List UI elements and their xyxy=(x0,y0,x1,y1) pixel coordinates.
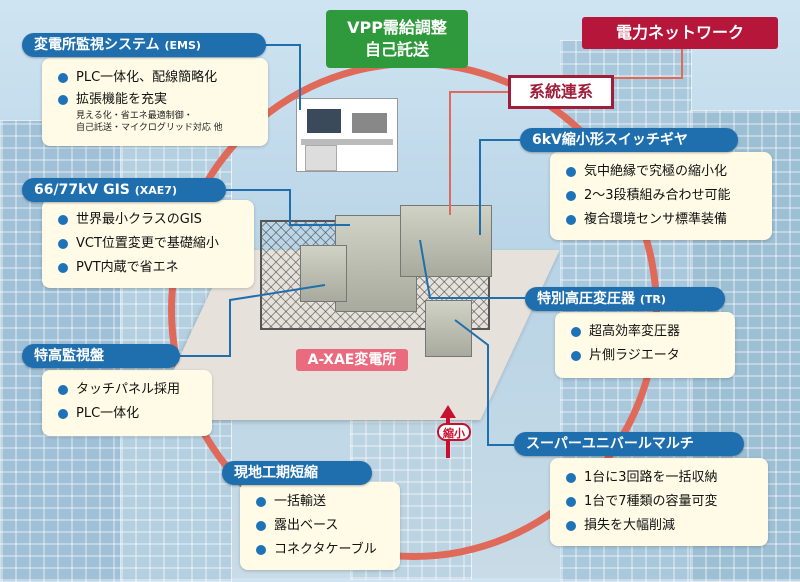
switchgear-title: 6kV縮小形スイッチギヤ xyxy=(520,128,738,152)
gis-connector xyxy=(226,189,350,226)
gis-panel: 世界最小クラスのGIS VCT位置変更で基礎縮小 PVT内蔵で省エネ xyxy=(42,200,254,288)
monitor-panel: タッチパネル採用 PLC一体化 xyxy=(42,370,212,436)
transformer-equipment xyxy=(425,300,472,357)
bullet-icon xyxy=(256,521,266,531)
multi-panel: 1台に3回路を一括収納 1台で7種類の容量可変 損失を大幅削減 xyxy=(550,458,768,546)
bullet-icon xyxy=(58,215,68,225)
bullet-icon xyxy=(58,239,68,249)
grid-link-connector xyxy=(449,91,512,215)
monitor-item: PLC一体化 xyxy=(54,402,204,426)
substation-name: A-XAE変電所 xyxy=(296,349,408,371)
bullet-icon xyxy=(58,263,68,273)
switchgear-panel: 気中絶縁で究極の縮小化 2～3段積組み合わせ可能 複合環境センサ標準装備 xyxy=(550,152,772,240)
switchgear-equipment xyxy=(400,205,492,277)
multi-connector xyxy=(454,319,514,446)
ems-title: 変電所監視システム (EMS) xyxy=(22,33,266,57)
bullet-icon xyxy=(58,73,68,83)
bullet-icon xyxy=(58,409,68,419)
bullet-icon xyxy=(566,215,576,225)
bullet-icon xyxy=(566,497,576,507)
bullet-icon xyxy=(566,473,576,483)
panel-connector xyxy=(180,284,326,357)
bullet-icon xyxy=(256,545,266,555)
transformer-panel: 超高効率変圧器 片側ラジエータ xyxy=(555,312,735,378)
ems-item: 拡張機能を充実 見える化・省エネ最適制御・ 自己託送・マイクログリッド対応 他 xyxy=(54,90,260,134)
vpp-tag: VPP需給調整 自己託送 xyxy=(326,10,468,68)
gis-item: PVT内蔵で省エネ xyxy=(54,256,246,280)
ems-sub-line: 自己託送・マイクログリッド対応 他 xyxy=(76,123,223,133)
multi-item: 1台で7種類の容量可変 xyxy=(562,490,760,514)
bullet-icon xyxy=(571,327,581,337)
transformer-item: 超高効率変圧器 xyxy=(567,320,727,344)
transformer-title: 特別高圧変圧器 (TR) xyxy=(525,287,725,311)
bullet-icon xyxy=(566,167,576,177)
field-item: 一括輸送 xyxy=(252,490,392,514)
switchgear-item: 2～3段積組み合わせ可能 xyxy=(562,184,764,208)
bullet-icon xyxy=(58,95,68,105)
switchgear-item: 複合環境センサ標準装備 xyxy=(562,208,764,232)
field-item: 露出ベース xyxy=(252,514,392,538)
gis-title: 66/77kV GIS (XAE7) xyxy=(22,178,226,202)
power-network-tag: 電力ネットワーク xyxy=(582,17,778,49)
multi-item: 1台に3回路を一括収納 xyxy=(562,466,760,490)
ems-item: PLC一体化、配線簡略化 xyxy=(54,66,260,90)
ems-connector xyxy=(265,44,301,110)
ems-sub-line: 見える化・省エネ最適制御・ xyxy=(76,111,193,121)
ems-panel: PLC一体化、配線簡略化 拡張機能を充実 見える化・省エネ最適制御・ 自己託送・… xyxy=(42,58,268,146)
multi-item: 損失を大幅削減 xyxy=(562,514,760,538)
bullet-icon xyxy=(256,497,266,507)
bullet-icon xyxy=(566,521,576,531)
ems-workstation-image xyxy=(296,98,398,172)
field-title: 現地工期短縮 xyxy=(222,461,372,485)
field-panel: 一括輸送 露出ベース コネクタケーブル xyxy=(240,482,400,570)
field-item: コネクタケーブル xyxy=(252,538,392,562)
network-connector xyxy=(612,45,683,79)
switchgear-item: 気中絶縁で究極の縮小化 xyxy=(562,160,764,184)
transformer-item: 片側ラジエータ xyxy=(567,344,727,368)
monitor-item: タッチパネル採用 xyxy=(54,378,204,402)
bullet-icon xyxy=(571,351,581,361)
grid-link-tag: 系統連系 xyxy=(508,75,614,109)
gis-item: VCT位置変更で基礎縮小 xyxy=(54,232,246,256)
multi-title: スーパーユニバールマルチ xyxy=(514,432,744,456)
transformer-connector xyxy=(419,239,525,299)
switchgear-connector xyxy=(479,139,520,235)
shrink-badge: 縮小 xyxy=(437,423,471,441)
monitor-title: 特高監視盤 xyxy=(22,344,180,368)
gis-item: 世界最小クラスのGIS xyxy=(54,208,246,232)
bullet-icon xyxy=(566,191,576,201)
control-panel-equipment xyxy=(300,245,347,302)
bullet-icon xyxy=(58,385,68,395)
